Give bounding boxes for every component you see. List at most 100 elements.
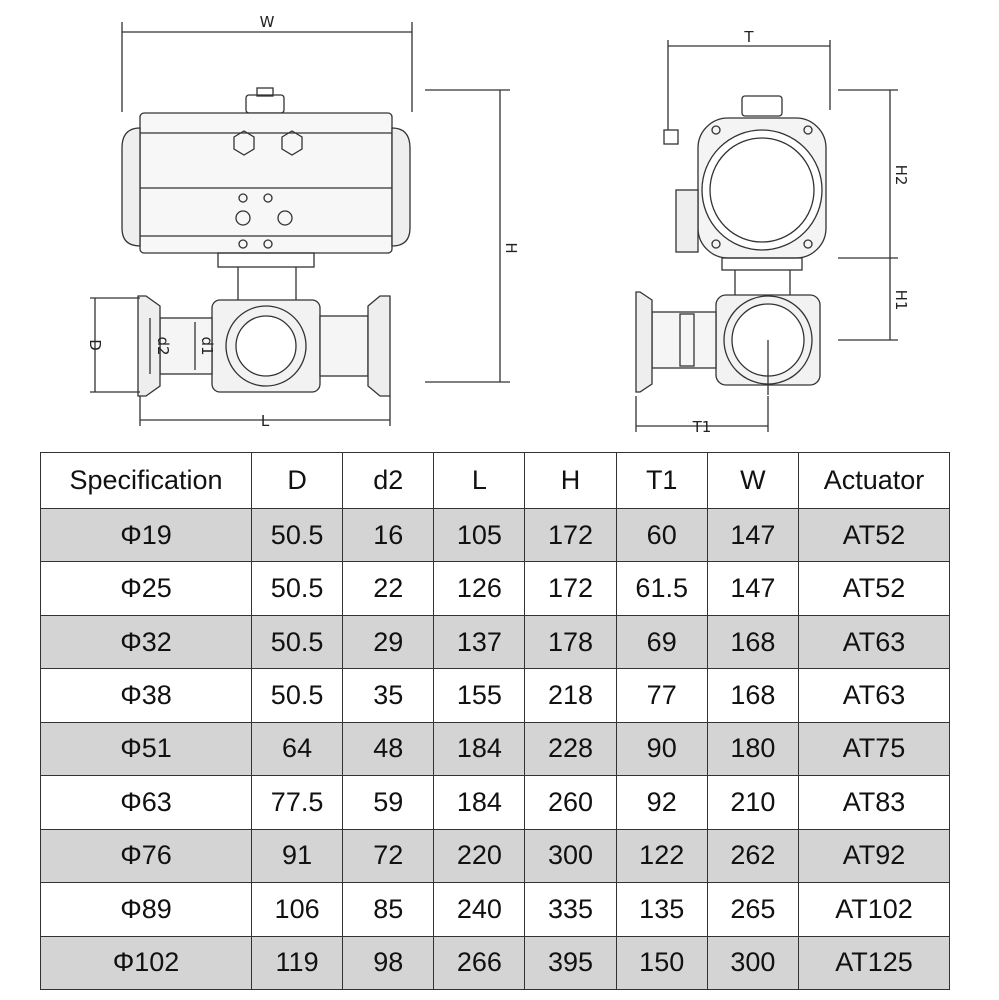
header-d2: d2 (342, 452, 435, 509)
cell-actuator: AT52 (798, 561, 950, 616)
cell-l: 155 (433, 668, 526, 723)
header-w: W (706, 452, 800, 509)
dimension-l: L (139, 396, 391, 430)
dimension-t: T (667, 28, 831, 130)
cell-w: 180 (706, 721, 800, 777)
cell-d: 106 (250, 882, 344, 937)
header-h: H (524, 452, 617, 509)
cell-l: 137 (433, 614, 526, 670)
cell-h: 218 (524, 668, 617, 723)
cell-h: 395 (524, 935, 617, 990)
cell-specification: Φ63 (40, 775, 252, 830)
header-d: D (250, 452, 344, 509)
cell-t1: 92 (615, 775, 708, 830)
cell-d2: 16 (342, 507, 435, 563)
cell-actuator: AT52 (798, 507, 950, 563)
side-view: T H2 H1 (635, 28, 910, 436)
label-h2: H2 (892, 165, 910, 186)
cell-l: 240 (433, 882, 526, 937)
cell-t1: 77 (615, 668, 708, 723)
front-view: W (86, 13, 520, 430)
label-d: D (86, 339, 104, 351)
cell-d: 50.5 (250, 561, 344, 616)
cell-d2: 59 (342, 775, 435, 830)
specification-table: Specification D d2 L H T1 W Actuator Φ19… (40, 452, 950, 990)
cell-actuator: AT102 (798, 882, 950, 937)
cell-actuator: AT63 (798, 668, 950, 723)
cell-t1: 90 (615, 721, 708, 777)
cell-w: 265 (706, 882, 800, 937)
cell-d2: 48 (342, 721, 435, 777)
cell-l: 126 (433, 561, 526, 616)
cell-actuator: AT75 (798, 721, 950, 777)
dimension-h1: H1 (838, 258, 910, 341)
cell-h: 300 (524, 828, 617, 884)
dimension-h: H (425, 89, 520, 383)
header-l: L (433, 452, 526, 509)
cell-w: 147 (706, 561, 800, 616)
cell-d: 119 (250, 935, 344, 990)
cell-w: 168 (706, 614, 800, 670)
valve-technical-drawing: W (86, 13, 910, 436)
cell-w: 262 (706, 828, 800, 884)
label-t1: T1 (692, 418, 712, 436)
cell-d2: 35 (342, 668, 435, 723)
cell-specification: Φ38 (40, 668, 252, 723)
cell-actuator: AT92 (798, 828, 950, 884)
label-h1: H1 (892, 290, 910, 311)
cell-d2: 85 (342, 882, 435, 937)
cell-t1: 60 (615, 507, 708, 563)
cell-actuator: AT125 (798, 935, 950, 990)
actuator-body (139, 112, 393, 254)
cell-d2: 72 (342, 828, 435, 884)
cell-actuator: AT83 (798, 775, 950, 830)
dimension-d: D (86, 297, 140, 393)
table-header-row: Specification D d2 L H T1 W Actuator (40, 452, 950, 509)
cell-d: 91 (250, 828, 344, 884)
dimension-d1: d1 (194, 322, 216, 370)
cell-d: 50.5 (250, 507, 344, 563)
cell-l: 184 (433, 721, 526, 777)
dimension-h2: H2 (838, 89, 910, 259)
cell-t1: 122 (615, 828, 708, 884)
cell-l: 266 (433, 935, 526, 990)
cell-t1: 135 (615, 882, 708, 937)
label-h: H (502, 242, 520, 253)
header-t1: T1 (615, 452, 708, 509)
cell-h: 172 (524, 561, 617, 616)
cell-w: 300 (706, 935, 800, 990)
cell-d: 50.5 (250, 668, 344, 723)
cell-specification: Φ89 (40, 882, 252, 937)
dimension-w: W (121, 13, 413, 112)
cell-actuator: AT63 (798, 614, 950, 670)
dimension-d2: d2 (149, 318, 172, 374)
cell-d2: 98 (342, 935, 435, 990)
dimension-t1: T1 (635, 396, 769, 436)
cell-d: 64 (250, 721, 344, 777)
cell-h: 260 (524, 775, 617, 830)
cell-w: 210 (706, 775, 800, 830)
cell-specification: Φ102 (40, 935, 252, 990)
cell-specification: Φ25 (40, 561, 252, 616)
cell-l: 220 (433, 828, 526, 884)
cell-d2: 22 (342, 561, 435, 616)
cell-d2: 29 (342, 614, 435, 670)
cell-w: 147 (706, 507, 800, 563)
cell-w: 168 (706, 668, 800, 723)
cell-specification: Φ76 (40, 828, 252, 884)
header-specification: Specification (40, 452, 252, 509)
label-l: L (261, 412, 270, 430)
cell-specification: Φ19 (40, 507, 252, 563)
cell-t1: 69 (615, 614, 708, 670)
cell-h: 172 (524, 507, 617, 563)
cell-h: 178 (524, 614, 617, 670)
header-actuator: Actuator (798, 452, 950, 509)
